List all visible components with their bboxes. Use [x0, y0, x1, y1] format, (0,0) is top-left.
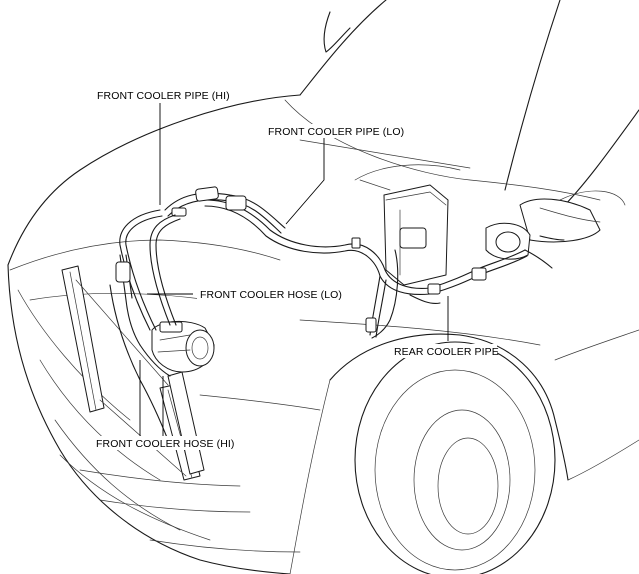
- leader-lines: [139, 103, 449, 438]
- label-front-cooler-hose-hi: FRONT COOLER HOSE (HI): [96, 438, 235, 450]
- callout-labels: FRONT COOLER PIPE (HI) FRONT COOLER PIPE…: [93, 88, 499, 450]
- hvac-unit: [354, 164, 461, 286]
- rear-unit: [485, 190, 626, 260]
- compressor: [151, 321, 215, 475]
- label-rear-cooler-pipe: REAR COOLER PIPE: [394, 346, 499, 358]
- label-front-cooler-pipe-hi: FRONT COOLER PIPE (HI): [97, 90, 230, 102]
- label-front-cooler-hose-lo: FRONT COOLER HOSE (LO): [200, 289, 342, 301]
- label-front-cooler-pipe-lo: FRONT COOLER PIPE (LO): [268, 126, 404, 138]
